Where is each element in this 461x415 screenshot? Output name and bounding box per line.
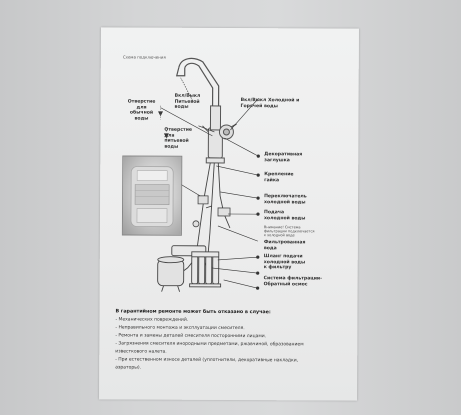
- label-cold-supply: Подача холодной воды: [263, 210, 306, 221]
- filter-system: [171, 245, 222, 288]
- warranty-heading: В гарантийном ремонте может быть отказан…: [115, 309, 271, 316]
- instruction-sheet: Схема подключения Отверстие для обычной …: [99, 27, 359, 401]
- pointer-lines: [158, 77, 260, 290]
- warranty-item: известкового налета.: [115, 349, 167, 355]
- label-cold-opening: Отверстие для обычной воды: [127, 99, 156, 122]
- fitting-photo: [121, 155, 183, 236]
- label-hot-cold-switch: Вкл/Выкл Холодной и Горячей воды: [240, 98, 300, 109]
- label-decor-cap: Декоративная заглушка: [264, 152, 303, 163]
- label-filter-system: Система фильтрации- Обратный осмос: [263, 276, 323, 287]
- label-drinking-switch: Вкл/Выкл Питьевой воды: [174, 93, 201, 110]
- storage-tank: [157, 256, 185, 292]
- label-hose: Шланг подачи холодной воды к фильтру: [263, 254, 306, 271]
- label-drinking-opening: Отверстие для питьевой воды: [164, 127, 193, 150]
- faucet-spout: [175, 57, 220, 128]
- label-cold-switch: Переключатель холодной воды: [264, 194, 307, 205]
- scheme-caption: Схема подключения: [122, 54, 166, 60]
- faucet-diagram: [157, 57, 260, 292]
- faucet-body: [202, 105, 237, 164]
- warranty-item: аэраторы).: [115, 365, 142, 371]
- warranty-item: - Загрязнения смесителя инородными предм…: [115, 341, 304, 348]
- label-nut-mount: Крепление гайка: [264, 172, 294, 183]
- warranty-item: - Неправильного монтажа и эксплуатации с…: [115, 325, 245, 332]
- angle-valves: [192, 195, 231, 228]
- warranty-item: - Механических повреждений.: [115, 317, 189, 323]
- label-attention: Внимание! Система фильтрации подключаетс…: [263, 225, 315, 238]
- label-filtered-water: Фильтрованная вода: [263, 240, 306, 251]
- warranty-item: - При естественном износе деталей (уплот…: [115, 357, 299, 364]
- warranty-item: - Ремонта и замены деталей смесителя пос…: [115, 333, 267, 340]
